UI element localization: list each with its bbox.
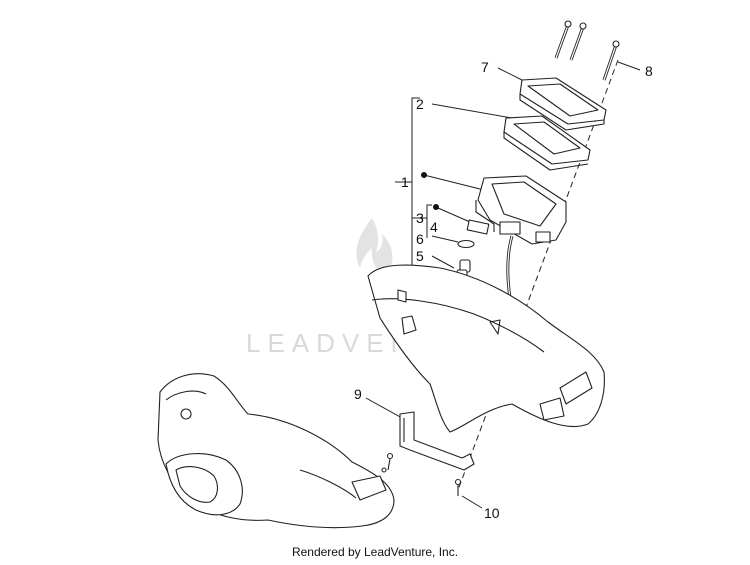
leader-dot-4 — [433, 204, 439, 210]
leader-7 — [497, 67, 523, 81]
part-6-oring — [457, 239, 475, 249]
callout-3: 3 — [416, 210, 424, 226]
part-7-cover — [519, 77, 607, 131]
callout-4: 4 — [430, 219, 438, 235]
leader-6 — [431, 235, 459, 243]
callout-8: 8 — [645, 63, 653, 79]
callout-9: 9 — [354, 386, 362, 402]
part-9-bracket — [399, 411, 475, 471]
callout-7: 7 — [481, 59, 489, 75]
leader-dot-1 — [421, 172, 427, 178]
part-front-handlebar-cover — [157, 373, 395, 529]
callout-6: 6 — [416, 231, 424, 247]
assembly-axis-dashed — [457, 59, 619, 491]
part-4-pad — [466, 219, 490, 235]
leader-10 — [461, 495, 483, 509]
callout-labels: 1 2 3 4 5 6 7 8 9 10 — [354, 59, 653, 521]
leader-8 — [617, 61, 641, 71]
leader-dots — [421, 172, 439, 210]
callout-2: 2 — [416, 96, 424, 112]
callout-1: 1 — [401, 174, 409, 190]
watermark-flame-logo — [356, 218, 393, 276]
part-rear-handlebar-cover — [367, 264, 605, 433]
parts — [157, 20, 620, 529]
leader-9 — [365, 397, 403, 419]
leader-1-part — [423, 174, 485, 191]
part-2-gasket — [503, 115, 591, 171]
group-bracket-3 — [426, 204, 432, 238]
screws-top — [554, 20, 620, 81]
leader-2 — [431, 103, 513, 119]
callout-5: 5 — [416, 248, 424, 264]
leader-4 — [437, 207, 471, 223]
render-credit: Rendered by LeadVenture, Inc. — [291, 545, 459, 559]
leader-5 — [431, 255, 455, 269]
screws-bottom — [381, 452, 462, 496]
part-1-instrument-cluster — [475, 175, 567, 299]
callout-10: 10 — [484, 505, 500, 521]
